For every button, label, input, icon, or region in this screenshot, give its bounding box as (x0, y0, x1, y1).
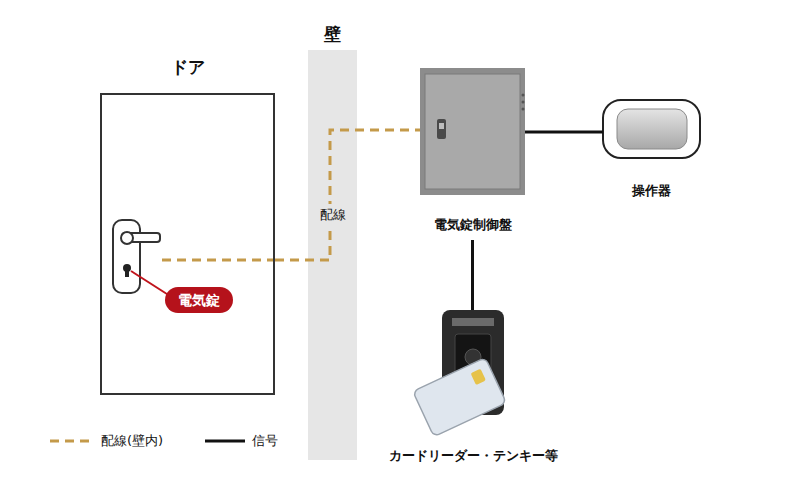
node-note: 配線 (318, 204, 348, 226)
wiring-line (275, 130, 420, 260)
control-panel: 電気錠制御盤 (420, 68, 525, 240)
leader-line (131, 271, 170, 296)
node-label: 電気錠 (178, 291, 220, 309)
operation-device: 操作器 (603, 100, 700, 200)
node-label: 操作器 (632, 182, 671, 200)
signal-line (471, 240, 474, 310)
wall-band (308, 50, 357, 460)
node-label: ドア (100, 52, 275, 82)
door-panel (100, 93, 275, 395)
operation-button (603, 100, 700, 158)
wall: 壁配線 (308, 22, 357, 460)
node-label: カードリーダー・テンキー等 (389, 447, 558, 465)
legend-sample-solid (205, 440, 245, 443)
electric-lock-tag: 電気錠 (165, 287, 233, 313)
door-handle (113, 220, 160, 293)
control-cabinet (420, 68, 525, 195)
card-reader (413, 310, 507, 437)
node-label: 壁 (308, 22, 357, 46)
legend-sample-dashed (50, 440, 95, 443)
lock-wiring (162, 259, 275, 262)
door: ドア電気錠 (100, 52, 275, 395)
signal-line (525, 131, 603, 134)
legend-text: 配線(壁内) (101, 432, 163, 450)
node-label: 電気錠制御盤 (434, 216, 512, 234)
legend-text: 信号 (252, 432, 278, 450)
card-reader: カードリーダー・テンキー等 (442, 310, 504, 415)
